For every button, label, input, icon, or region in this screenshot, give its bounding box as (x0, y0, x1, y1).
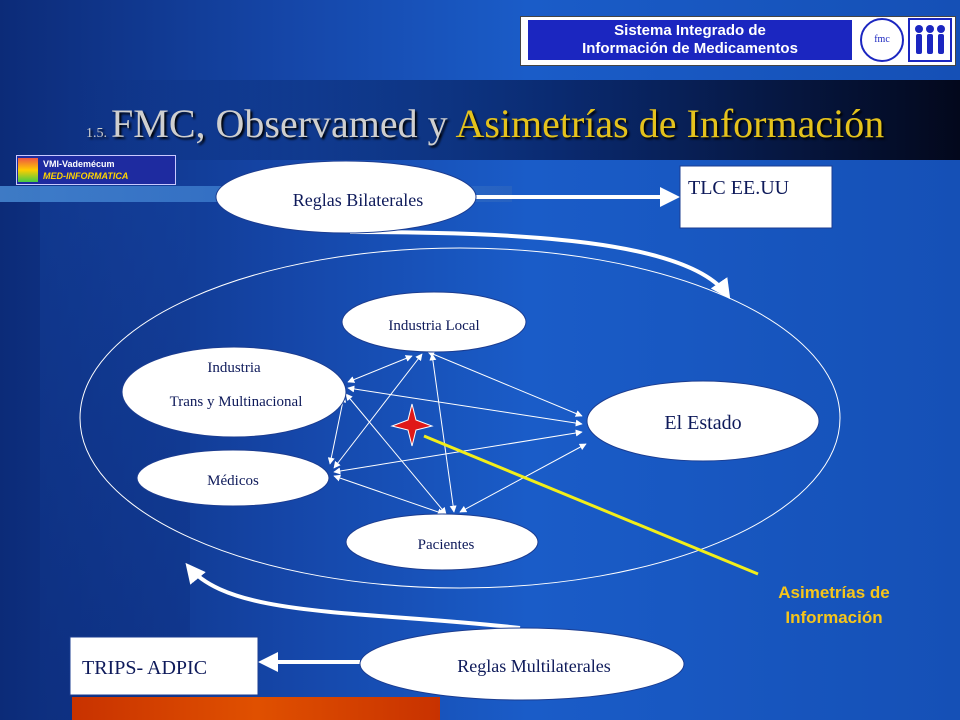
slide-title: 1.5. FMC, Observamed y Asimetrías de Info… (86, 100, 884, 147)
link-ind-local-pacientes (429, 353, 457, 513)
link-ind-local-estado (427, 351, 583, 417)
system-ellipse (79, 247, 841, 589)
label-trips: TRIPS- ADPIC (82, 657, 207, 679)
background-band (40, 180, 190, 720)
label-el-estado: El Estado (664, 412, 741, 434)
label-tlc: TLC EE.UU (688, 177, 790, 199)
node-tlc (679, 165, 833, 229)
title-part1: FMC, Observamed y (111, 101, 448, 146)
seal-icon: fmc (860, 18, 904, 62)
link-trans-estado (347, 385, 583, 427)
node-medicos (136, 449, 330, 507)
link-trans-pacientes (345, 393, 447, 515)
vmi-icon (18, 158, 38, 182)
link-medicos-pacientes (333, 474, 445, 516)
star-icon (390, 403, 434, 447)
seal-text: fmc (874, 34, 890, 45)
node-industria-local (341, 291, 527, 353)
node-industria-trans (121, 346, 347, 438)
vmi-logo: VMI-Vademécum MED-INFORMATICA (16, 155, 176, 185)
label-industria-local: Industria Local (388, 318, 479, 334)
footer-red-band (72, 697, 440, 720)
link-medicos-estado (333, 429, 583, 475)
title-highlight: Asimetrías de Información (455, 101, 885, 146)
label-reglas-bilaterales: Reglas Bilaterales (293, 190, 423, 210)
node-pacientes (345, 513, 539, 571)
title-bar (68, 80, 960, 160)
node-el-estado (586, 380, 820, 462)
label-industria-line1: Industria (207, 360, 261, 376)
link-ind-local-medicos (333, 353, 423, 469)
label-industria-line2: Trans y Multinacional (170, 394, 303, 410)
asimetrias-label: Asimetrías de Información (744, 580, 924, 630)
asimetrias-line1: Asimetrías de (778, 583, 890, 602)
people-icon (908, 18, 952, 62)
logo-line1: Sistema Integrado de (614, 22, 766, 39)
node-trips (69, 636, 259, 696)
link-ind-local-trans (347, 355, 413, 383)
callout-line (423, 434, 759, 576)
label-reglas-multilaterales: Reglas Multilaterales (457, 656, 610, 676)
header-logo: Sistema Integrado de Información de Medi… (528, 20, 852, 60)
asimetrias-line2: Información (785, 608, 883, 627)
curved-arrow-top (349, 230, 731, 300)
node-reglas-multilaterales (359, 627, 685, 701)
vmi-line1: VMI-Vademécum (43, 159, 115, 169)
curved-arrow-bottom (185, 562, 521, 630)
title-number: 1.5. (86, 126, 107, 141)
node-reglas-bilaterales (215, 160, 477, 234)
label-pacientes: Pacientes (418, 537, 475, 553)
logo-line2: Información de Medicamentos (582, 40, 798, 57)
vmi-line2: MED-INFORMATICA (43, 171, 129, 181)
label-medicos: Médicos (207, 473, 259, 489)
